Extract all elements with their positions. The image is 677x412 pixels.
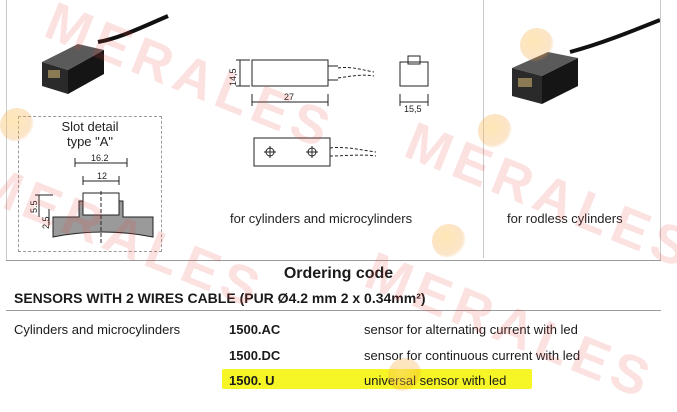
watermark-logo-2 [478, 114, 512, 148]
order-desc-u: universal sensor with led [364, 373, 507, 388]
watermark-logo-3 [432, 224, 466, 258]
sensor-drawing-side: 14,5 27 15,5 [228, 55, 429, 114]
slot-dim-inner: 12 [97, 171, 107, 181]
dim-width-label: 15,5 [404, 104, 422, 114]
watermark-logo-5 [388, 358, 422, 392]
sensor-photo-left [42, 14, 169, 94]
order-desc-dc: sensor for continuous current with led [364, 348, 581, 363]
dim-length-label: 27 [284, 92, 294, 102]
right-border [660, 0, 661, 260]
header-underline [6, 310, 661, 311]
sensors-cable-header: SENSORS WITH 2 WIRES CABLE (PUR Ø4.2 mm … [14, 290, 426, 306]
watermark-logo-1 [520, 28, 554, 62]
dim-height-label: 14,5 [228, 68, 238, 86]
watermark-text-3: MERALES [397, 110, 677, 282]
sensor-photo-right [512, 18, 660, 104]
slot-detail-title-line1: Slot detail [61, 119, 119, 134]
caption-rodless: for rodless cylinders [507, 211, 623, 226]
highlight-marker [222, 369, 532, 389]
caption-cylinders: for cylinders and microcylinders [230, 211, 413, 226]
group-label: Cylinders and microcylinders [14, 322, 181, 337]
watermark-logo-4 [0, 108, 34, 142]
slot-detail-title: Slot detail type "A" [19, 119, 161, 149]
slot-detail-title-line2: type "A" [66, 134, 114, 149]
order-code-ac: 1500.AC [229, 322, 281, 337]
section-divider [6, 260, 661, 261]
slot-dim-top: 16.2 [91, 153, 109, 163]
sensor-drawing-top [253, 137, 377, 167]
slot-detail-drawing: 16.2 12 5.5 2.5 [29, 153, 154, 243]
slot-dim-lip: 2.5 [41, 216, 51, 229]
slot-dim-depth: 5.5 [29, 200, 39, 213]
ordering-code-title: Ordering code [283, 265, 394, 282]
order-desc-ac: sensor for alternating current with led [364, 322, 578, 337]
order-code-u: 1500. U [229, 373, 275, 388]
order-code-dc: 1500.DC [229, 348, 281, 363]
slot-detail-box: Slot detail type "A" 16.2 12 5.5 2.5 [18, 116, 162, 252]
